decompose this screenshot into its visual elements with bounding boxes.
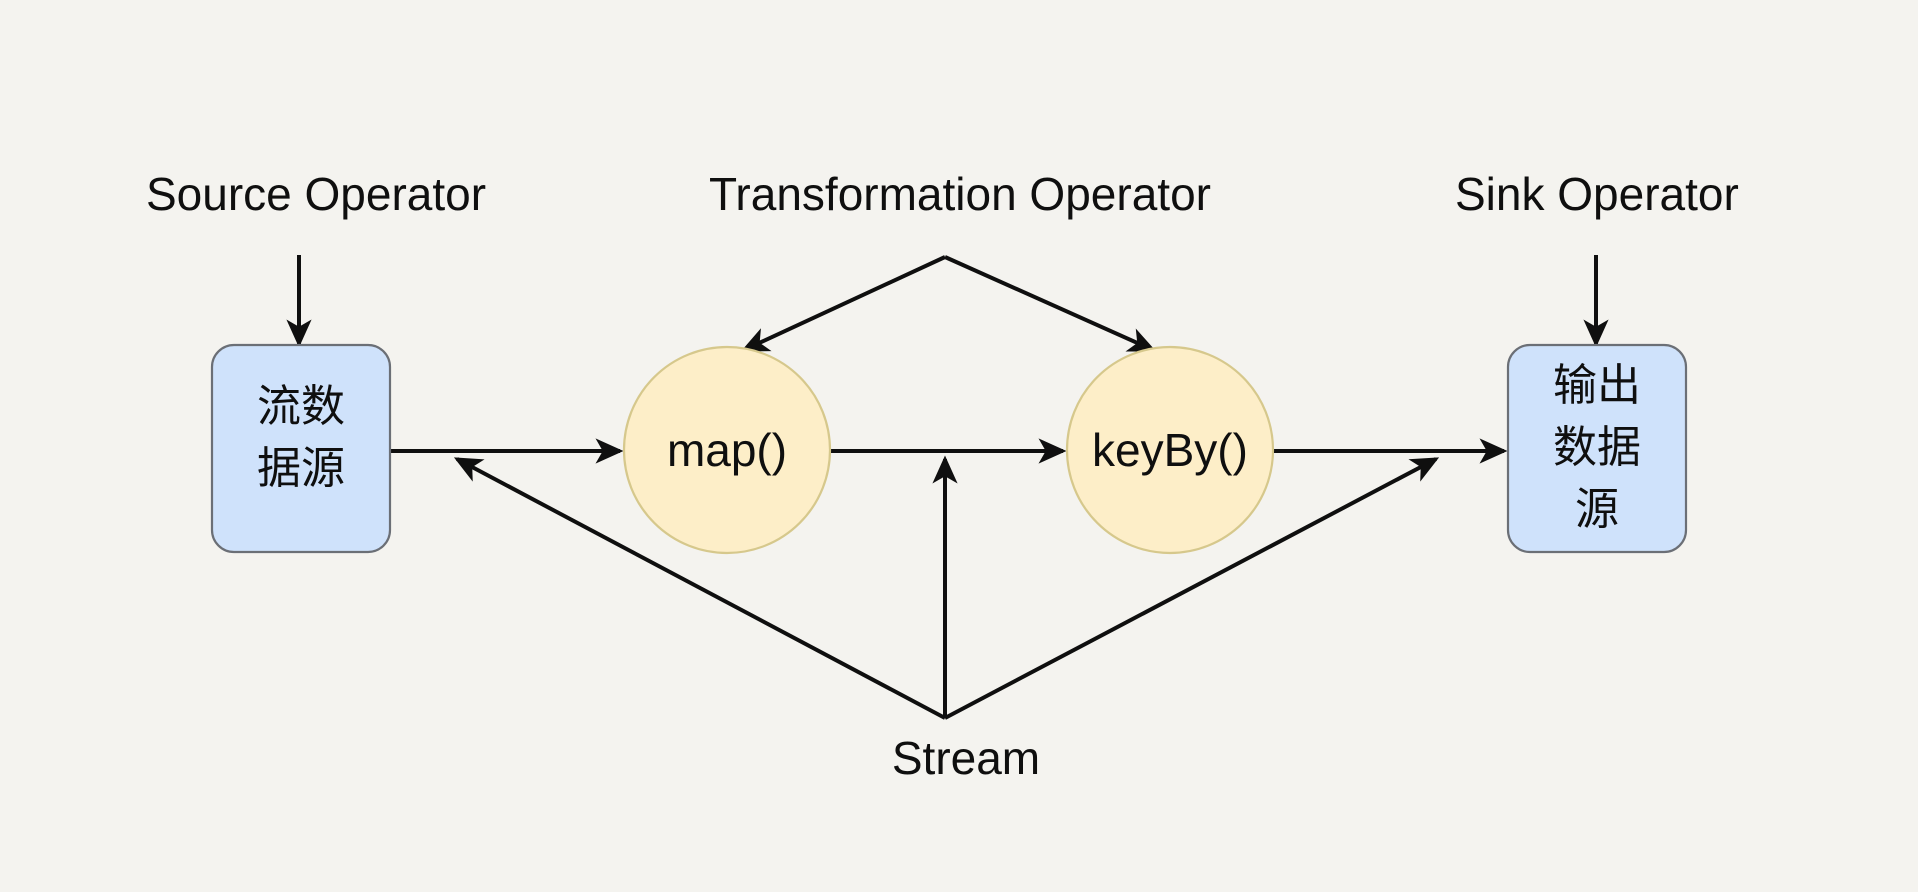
- sink-node-label-line-2: 数据: [1553, 422, 1641, 473]
- source-node[interactable]: [210, 343, 392, 554]
- edge-stream-label-to-left-edge: [453, 457, 946, 720]
- label-source-operator: Source Operator: [146, 168, 486, 220]
- keyby-node-label: keyBy(): [1092, 424, 1248, 476]
- sink-node-label-line-1: 输出: [1553, 360, 1641, 411]
- map-node[interactable]: [622, 345, 832, 555]
- label-transformation-operator: Transformation Operator: [709, 168, 1211, 220]
- sink-node-label-line-3: 源: [1575, 484, 1619, 535]
- sink-node[interactable]: [1506, 343, 1688, 554]
- keyby-node[interactable]: [1065, 345, 1275, 555]
- edge-stream-label-to-right-edge: [944, 457, 1440, 720]
- source-node-label-line-1: 流数: [257, 381, 345, 432]
- label-sink-operator: Sink Operator: [1455, 168, 1739, 220]
- map-node-label: map(): [667, 424, 787, 476]
- edge-transform-label-to-map: [740, 255, 946, 352]
- label-stream: Stream: [892, 732, 1040, 784]
- source-node-label-line-2: 据源: [257, 443, 345, 494]
- edge-transform-label-to-keyby: [944, 255, 1157, 352]
